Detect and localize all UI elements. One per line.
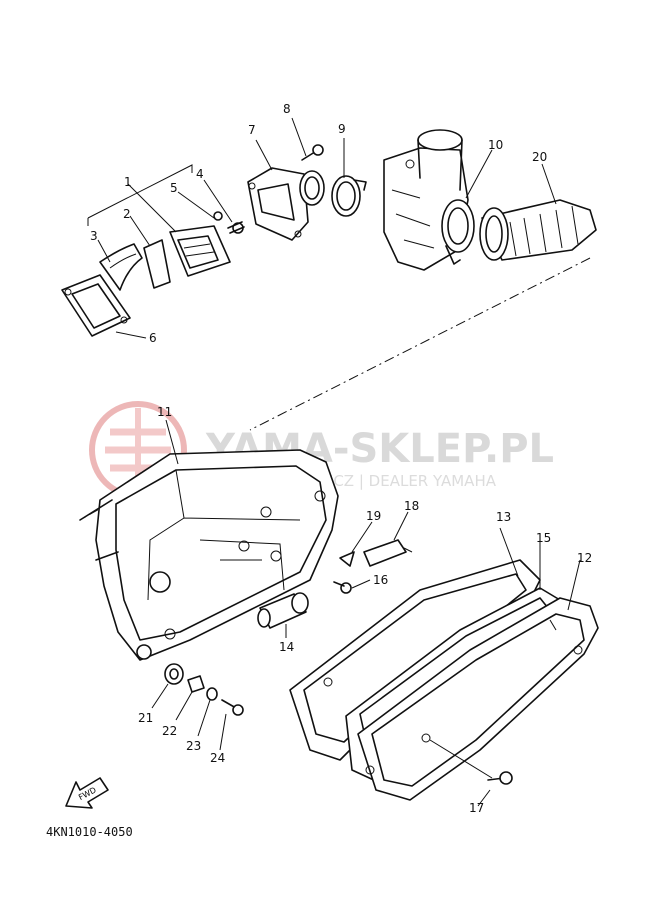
callout-7: 7: [248, 123, 256, 137]
callout-15: 15: [536, 531, 551, 545]
callout-1: 1: [124, 175, 132, 189]
carburetor-group: [383, 129, 597, 271]
reed-stopper-part-3: [99, 243, 143, 291]
callout-14: 14: [279, 640, 294, 654]
washer-part-5: [213, 211, 223, 221]
callout-24: 24: [210, 751, 225, 765]
callout-3: 3: [90, 229, 98, 243]
callout-5: 5: [170, 181, 178, 195]
case-small-parts: [257, 511, 413, 638]
air-cleaner-case-part-11: [79, 419, 339, 661]
plug-part-18: [363, 539, 413, 567]
callout-10: 10: [488, 138, 503, 152]
washer-part-23: [206, 687, 218, 701]
cover-group: [289, 527, 599, 807]
joint-part-7: [247, 167, 325, 241]
forward-arrow-icon: FWD: [65, 777, 109, 809]
callout-20: 20: [532, 150, 547, 164]
bolt-part-24: [221, 699, 244, 716]
intake-joint-group: [247, 117, 367, 241]
callout-19: 19: [366, 509, 381, 523]
callout-22: 22: [162, 724, 177, 738]
grommet-part-21: [164, 663, 184, 685]
reed-part-2: [143, 239, 171, 289]
screw-part-16: [333, 581, 352, 594]
mounting-hardware: [151, 663, 244, 751]
callout-numbers: 1 2 3 4 5 6 7 8 9 10 11 12 13 14 15 16 1…: [90, 102, 592, 815]
callout-4: 4: [196, 167, 204, 181]
joint-part-20: [479, 199, 597, 261]
callout-17: 17: [469, 801, 484, 815]
reed-valve-body-part-1: [169, 225, 231, 277]
callout-16: 16: [373, 573, 388, 587]
callout-9: 9: [338, 122, 346, 136]
callout-12: 12: [577, 551, 592, 565]
callout-18: 18: [404, 499, 419, 513]
callout-13: 13: [496, 510, 511, 524]
reed-valve-group: [61, 164, 245, 339]
clamp-part-10: [441, 199, 475, 265]
clip-part-19: [339, 551, 355, 567]
callout-6: 6: [149, 331, 157, 345]
callout-2: 2: [123, 207, 131, 221]
drain-tube-part-14: [257, 592, 309, 629]
callout-23: 23: [186, 739, 201, 753]
callout-11: 11: [157, 405, 172, 419]
screw-part-4: [227, 221, 245, 234]
callout-8: 8: [283, 102, 291, 116]
bolt-part-8: [301, 144, 324, 161]
screw-part-17: [487, 771, 513, 785]
collar-part-22: [187, 675, 205, 693]
clamp-part-9: [331, 175, 367, 217]
gasket-part-6: [61, 274, 131, 337]
callout-21: 21: [138, 711, 153, 725]
diagram-code: 4KN1010-4050: [46, 825, 133, 839]
cover-part-12: [357, 597, 599, 801]
